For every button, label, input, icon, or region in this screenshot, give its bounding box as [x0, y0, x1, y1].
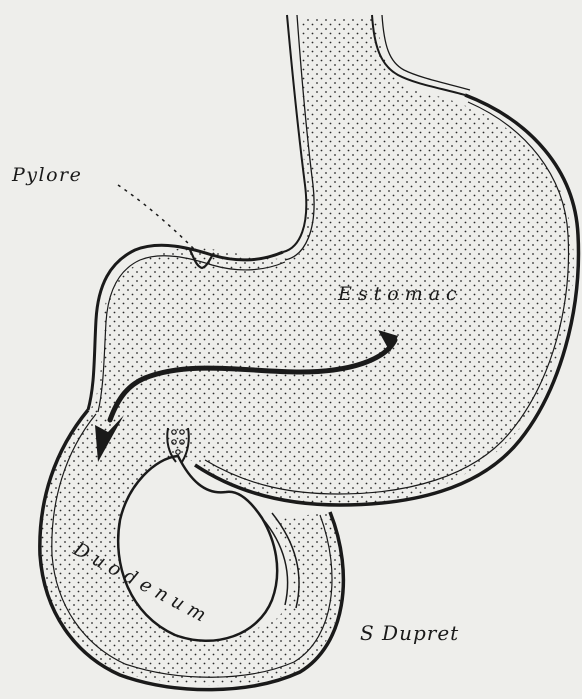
pylorus-leader-line [118, 185, 195, 250]
signature: S Dupret [360, 621, 459, 645]
pylorus-label: Pylore [11, 164, 82, 186]
stippled-lumen [39, 18, 573, 685]
stomach-label: Estomac [337, 283, 463, 305]
